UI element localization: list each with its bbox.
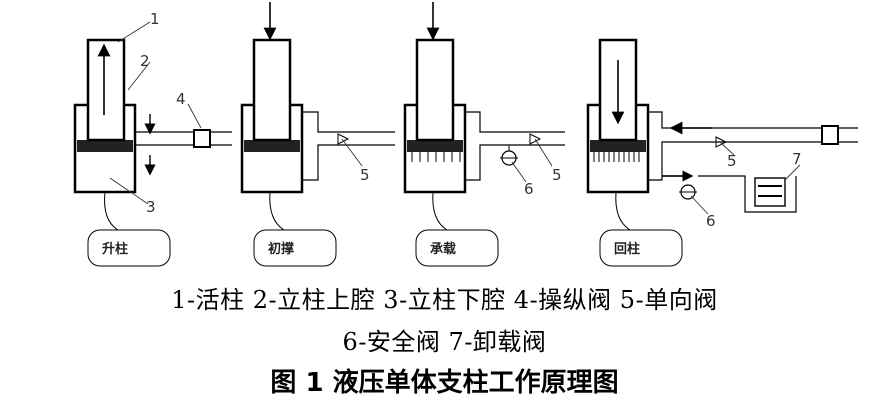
stage-label: 回柱 — [614, 241, 640, 257]
piston-rod — [415, 38, 455, 142]
part-number: 5 — [360, 166, 370, 184]
piston-head — [244, 140, 300, 152]
operating-valve — [821, 125, 839, 145]
piston-head — [590, 140, 646, 152]
stage-callout — [87, 229, 171, 267]
stage-load-bearing: 5 6 承载 — [403, 2, 565, 267]
part-number: 6 — [706, 212, 716, 230]
piston-rod — [86, 38, 126, 142]
part-number: 5 — [552, 166, 562, 184]
figure-caption: 图 1 液压单体支柱工作原理图 — [270, 368, 619, 398]
unloading-valve — [754, 177, 786, 207]
piston-rod — [252, 38, 292, 142]
stage-label: 初撑 — [268, 241, 294, 257]
piston-head — [77, 140, 133, 152]
part-number: 6 — [524, 180, 534, 198]
stage-raise: 1 2 3 4 升柱 — [73, 10, 232, 267]
check-valve — [715, 136, 728, 148]
part-number: 2 — [140, 52, 150, 70]
hydraulic-prop-diagram: 1 2 3 4 升柱 5 初撑 — [73, 2, 858, 267]
operating-valve — [193, 129, 211, 148]
stage-label: 承载 — [430, 241, 456, 257]
piston-head — [407, 140, 463, 152]
stage-callout — [253, 229, 337, 267]
pressure-hatching — [411, 152, 461, 162]
legend-line-1: 1-活柱 2-立柱上腔 3-立柱下腔 4-操纵阀 5-单向阀 — [171, 286, 718, 314]
part-number: 1 — [150, 10, 160, 28]
part-number: 4 — [176, 90, 186, 108]
part-number: 3 — [146, 198, 156, 216]
pressure-hatching — [593, 152, 640, 162]
stage-callout — [415, 229, 499, 267]
stage-initial-support: 5 初撑 — [240, 2, 395, 267]
stage-label: 升柱 — [102, 241, 128, 257]
part-number: 5 — [727, 152, 737, 170]
part-number: 7 — [792, 150, 802, 168]
stage-callout — [599, 229, 683, 267]
stage-retract: 5 6 7 回柱 — [586, 38, 858, 267]
check-valve — [337, 133, 350, 145]
legend-line-2: 6-安全阀 7-卸载阀 — [342, 328, 547, 356]
check-valve — [529, 133, 542, 145]
